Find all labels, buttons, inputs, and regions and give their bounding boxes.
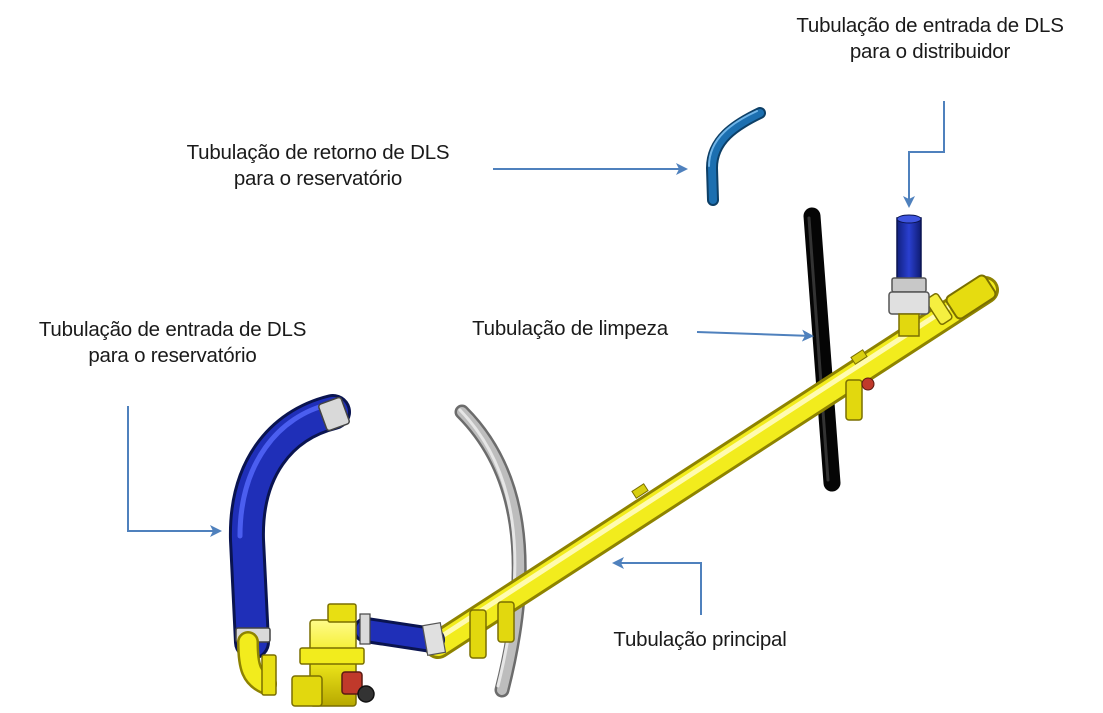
label-return-pipe: Tubulação de retorno de DLS para o reser… (148, 140, 488, 192)
label-distributor-entry: Tubulação de entrada de DLS para o distr… (775, 13, 1085, 65)
left-valve-assembly (291, 603, 447, 707)
arrow-limpeza (696, 329, 814, 342)
arrow-distribuidor (903, 101, 945, 208)
gray-hose (454, 404, 527, 698)
label-distributor-line-2: para o distribuidor (849, 40, 1011, 63)
label-reservoir-line-2: para o reservatório (88, 344, 257, 367)
arrow-principal (612, 557, 702, 615)
main-pipe (424, 274, 999, 659)
label-distributor-line-1: Tubulação de entrada de DLS (796, 14, 1064, 37)
annotation-arrows (127, 101, 945, 615)
label-reservoir-line-1: Tubulação de entrada de DLS (38, 318, 307, 341)
label-main-line: Tubulação principal (613, 628, 787, 651)
label-cleaning-pipe: Tubulação de limpeza (440, 316, 700, 342)
return-pipe (705, 107, 766, 206)
label-return-line-2: para o reservatório (233, 167, 403, 190)
reservoir-entry-hose (228, 394, 351, 696)
label-main-pipe: Tubulação principal (590, 627, 810, 653)
label-reservoir-entry: Tubulação de entrada de DLS para o reser… (0, 317, 345, 369)
distributor-entry-pipe (888, 214, 930, 337)
cleaning-pipe (803, 207, 841, 492)
arrow-entrada-reservatorio (127, 406, 222, 537)
valves-under-main (469, 377, 875, 659)
label-cleaning-line: Tubulação de limpeza (472, 317, 668, 340)
label-return-line-1: Tubulação de retorno de DLS (186, 141, 450, 164)
